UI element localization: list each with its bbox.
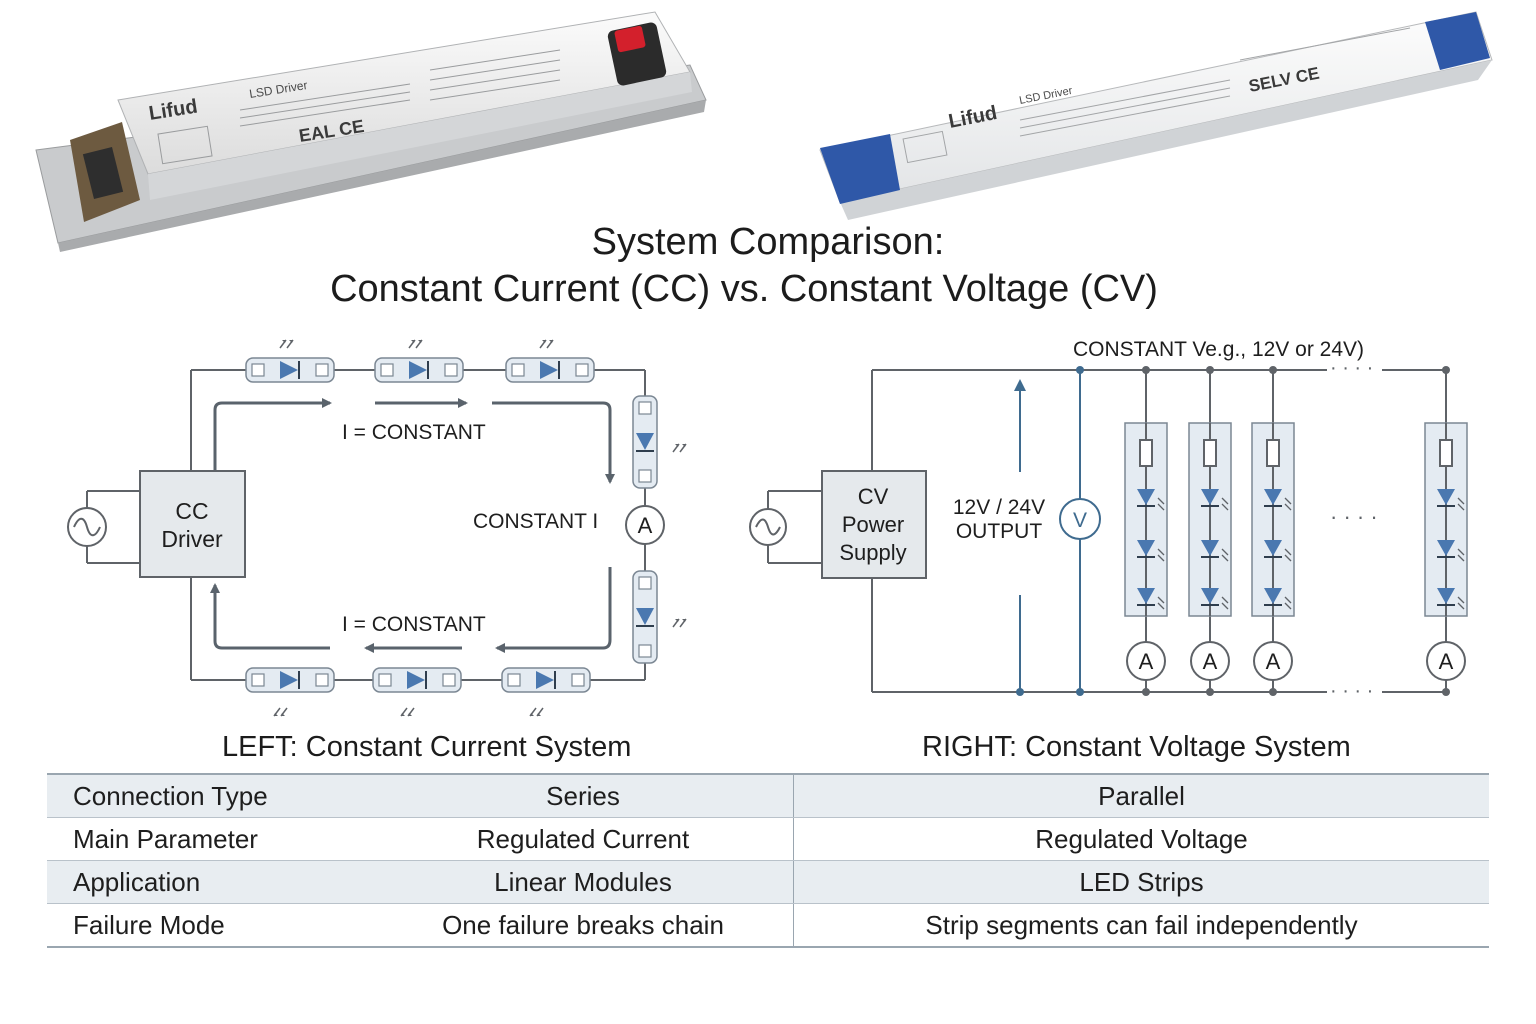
row-label: Application [47, 860, 373, 904]
diode-icon [407, 671, 427, 689]
diode-icon [636, 608, 654, 627]
led-module [245, 667, 335, 717]
diode-icon [536, 671, 556, 689]
cc-caption: LEFT: Constant Current System [222, 731, 632, 763]
cv-supply-label-2: Power [842, 512, 904, 537]
cv-ammeter-symbol: A [1439, 649, 1454, 674]
cc-driver-label-2: Driver [161, 526, 223, 552]
diode-icon [1264, 588, 1292, 610]
table-row: Connection Type Series Parallel [47, 773, 1489, 818]
cv-value: LED Strips [793, 860, 1489, 904]
diode-icon [1137, 489, 1165, 511]
diode-icon [1137, 588, 1165, 610]
cv-strip-ellipsis: · · · · [1330, 504, 1378, 529]
resistor-icon [1439, 439, 1453, 467]
cv-ammeter-icon: A [1190, 641, 1230, 681]
resistor-icon [1203, 439, 1217, 467]
cv-value: Parallel [793, 773, 1489, 818]
led-strip: A [1251, 366, 1295, 696]
cc-value: One failure breaks chain [373, 903, 794, 948]
cc-circuit: CC Driver I = CONSTANT I = CONSTANT CONS… [67, 339, 687, 717]
led-module [372, 667, 462, 717]
cv-value: Regulated Voltage [793, 817, 1489, 861]
cv-supply-label-1: CV [858, 484, 889, 509]
cv-endcap-right-icon [1425, 12, 1490, 70]
cc-ammeter-symbol: A [638, 513, 653, 538]
diode-icon [1264, 540, 1292, 562]
cv-output-label-1: 12V / 24V [953, 496, 1045, 519]
led-strip: A [1424, 366, 1468, 696]
cc-ac-source-icon [67, 507, 107, 547]
led-module [501, 667, 591, 717]
cc-flow-label-bottom: I = CONSTANT [342, 613, 486, 636]
cv-supply-box [821, 470, 927, 579]
diode-icon [1437, 489, 1465, 511]
led-module [505, 339, 595, 383]
cv-ammeter-icon: A [1126, 641, 1166, 681]
page-title-line-1: System Comparison: [591, 221, 945, 263]
cv-rail-ellipsis-bottom: · · · · [1330, 680, 1373, 702]
cv-bus-label: CONSTANT Ve.g., 12V or 24V) [1073, 338, 1364, 361]
table-row: Main Parameter Regulated Current Regulat… [47, 817, 1489, 861]
cv-ammeter-symbol: A [1203, 649, 1218, 674]
row-label: Failure Mode [47, 903, 373, 948]
diode-icon [636, 433, 654, 452]
diode-icon [280, 361, 300, 379]
cv-caption: RIGHT: Constant Voltage System [922, 731, 1351, 763]
row-label: Connection Type [47, 773, 373, 818]
diode-icon [1264, 489, 1292, 511]
cv-ammeter-symbol: A [1266, 649, 1281, 674]
diode-icon [409, 361, 429, 379]
cv-voltmeter-symbol: V [1073, 509, 1087, 532]
cv-rail-ellipsis-top: · · · · [1330, 357, 1373, 379]
comparison-table-body: Connection Type Series Parallel Main Par… [47, 773, 1489, 948]
table-row: Failure Mode One failure breaks chain St… [47, 903, 1489, 948]
table-row: Application Linear Modules LED Strips [47, 860, 1489, 904]
diode-icon [1201, 489, 1229, 511]
led-module [245, 339, 335, 383]
cv-endcap-left-icon [820, 134, 900, 204]
led-strip: A [1124, 366, 1168, 696]
cv-output-label-2: OUTPUT [956, 520, 1043, 543]
diode-icon [1137, 540, 1165, 562]
diode-icon [1437, 540, 1465, 562]
cv-ammeter-symbol: A [1139, 649, 1154, 674]
row-label: Main Parameter [47, 817, 373, 861]
cv-ammeter-icon: A [1253, 641, 1293, 681]
cc-flow-label-top: I = CONSTANT [342, 421, 486, 444]
cv-driver-product-image: Lifud LSD Driver SELV CE [819, 11, 1493, 220]
led-module [632, 395, 687, 489]
cv-circuit: CV Power Supply · · · · · · · · · · · · … [749, 338, 1468, 702]
comparison-table: Connection Type Series Parallel Main Par… [47, 773, 1489, 948]
led-module [632, 570, 687, 664]
cc-ammeter-icon: A [625, 505, 665, 545]
led-strip: A [1188, 366, 1232, 696]
cc-value: Series [373, 773, 794, 818]
page-title-line-2: Constant Current (CC) vs. Constant Volta… [330, 268, 1158, 310]
cc-meter-label: CONSTANT I [473, 510, 598, 533]
diode-icon [280, 671, 300, 689]
diode-icon [1437, 588, 1465, 610]
cc-driver-box [139, 470, 246, 578]
led-module [374, 339, 464, 383]
cc-driver-product-image: Lifud LSD Driver EAL CE [35, 11, 707, 252]
diode-icon [540, 361, 560, 379]
cv-voltmeter-icon: V [1059, 498, 1101, 540]
cc-value: Regulated Current [373, 817, 794, 861]
diode-icon [1201, 540, 1229, 562]
resistor-icon [1266, 439, 1280, 467]
resistor-icon [1139, 439, 1153, 467]
cv-supply-label-3: Supply [839, 540, 906, 565]
diode-icon [1201, 588, 1229, 610]
cv-ammeter-icon: A [1426, 641, 1466, 681]
cv-value: Strip segments can fail independently [793, 903, 1489, 948]
cv-ac-source-icon [749, 508, 787, 546]
cc-driver-label-1: CC [175, 498, 208, 524]
cc-value: Linear Modules [373, 860, 794, 904]
